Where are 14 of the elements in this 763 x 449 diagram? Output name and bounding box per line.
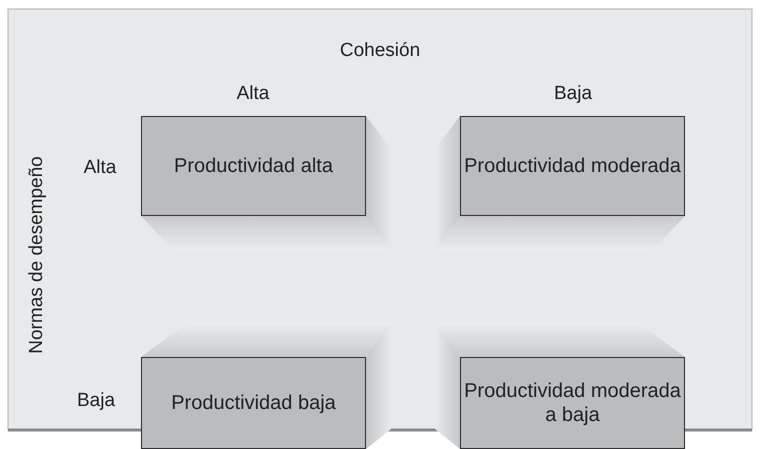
row-label: Baja xyxy=(76,390,116,412)
column-label: Baja xyxy=(554,83,592,105)
quadrant-label: Productividad moderada a baja xyxy=(464,380,681,426)
axis-title: Cohesión xyxy=(340,40,420,62)
quadrant-label: Productividad moderada xyxy=(464,155,681,177)
quadrant-box xyxy=(141,357,366,449)
quadrant-label: Productividad alta xyxy=(174,155,333,177)
quadrant-box xyxy=(141,116,366,216)
quadrant-box xyxy=(460,116,685,216)
quadrant-box xyxy=(460,357,685,449)
axis-title: Normas de desempeño xyxy=(26,156,48,354)
row-label: Alta xyxy=(84,157,116,179)
quadrant-label: Productividad baja xyxy=(171,392,336,414)
column-label: Alta xyxy=(236,83,270,105)
